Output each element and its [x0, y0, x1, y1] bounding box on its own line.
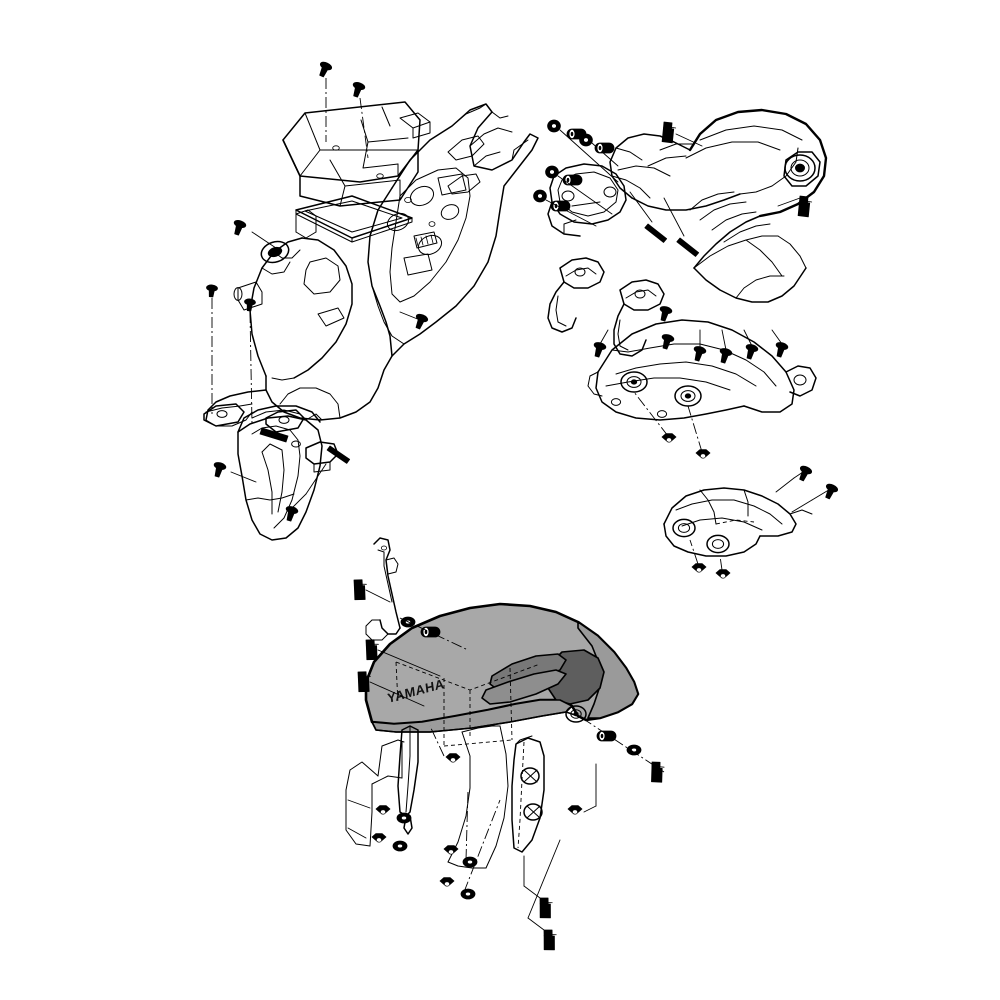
washer — [626, 744, 642, 756]
lower-tail-bracket — [663, 487, 813, 557]
washer — [460, 888, 476, 900]
side-bracket — [259, 427, 339, 473]
battery-tray — [282, 101, 431, 207]
fender-stay-bracket — [365, 537, 401, 641]
front-fender-assembly: YAMAHA — [345, 537, 671, 955]
rubber-grommet — [547, 119, 561, 133]
lower-carrier-frame — [587, 319, 817, 421]
collar — [550, 200, 571, 212]
tail-cowl — [609, 108, 828, 303]
rubber-grommet — [545, 165, 559, 179]
rubber-grommet — [579, 133, 593, 147]
collar — [594, 142, 615, 154]
collar — [596, 730, 617, 742]
brake-hose-guide — [397, 725, 419, 835]
hardware-tail-cowl — [533, 118, 840, 579]
rear-frame-assembly — [203, 60, 539, 541]
hardware-front-fender — [345, 576, 671, 955]
hardware-rear-frame — [205, 60, 430, 523]
washer — [392, 840, 408, 852]
tail-cowling-assembly — [533, 108, 840, 579]
grab-bar-right — [613, 279, 665, 357]
rear-subframe — [203, 103, 539, 433]
seal-gasket-frame — [295, 195, 413, 243]
rubber-grommet — [533, 189, 547, 203]
grab-bar-left — [547, 257, 605, 333]
collar — [562, 174, 583, 186]
washer — [396, 812, 412, 824]
washer — [462, 856, 478, 868]
